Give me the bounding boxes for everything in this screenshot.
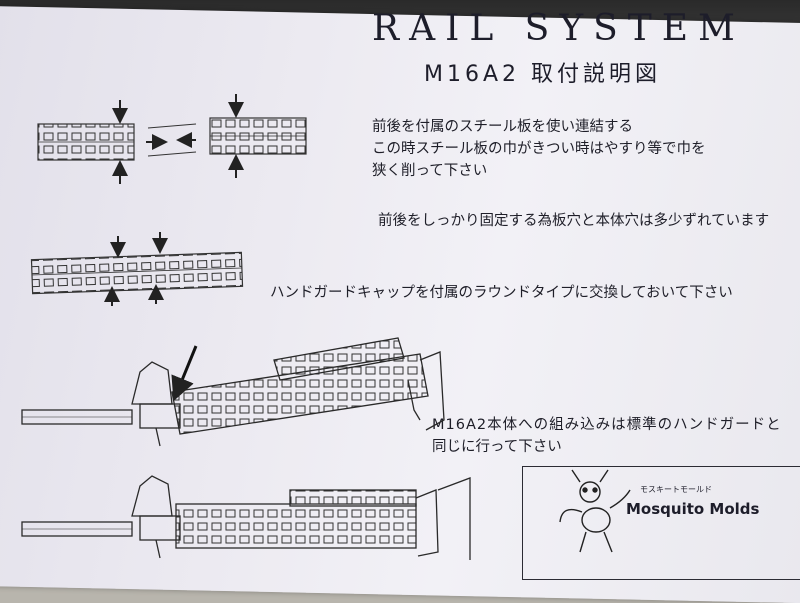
diagram-rail-join [37,94,307,184]
instruction-line-4: 前後をしっかり固定する為板穴と本体穴は多少ずれています [378,213,770,229]
mascot-logo-icon [559,469,631,553]
document-subtitle: M16A2 取付説明図 [424,62,662,87]
instruction-line-5: ハンドガードキャップを付属のラウンドタイプに交換しておいて下さい [270,285,733,301]
instruction-line-3: 狭く削って下さい [372,163,488,179]
diagram-rail-joined [30,232,244,306]
instruction-line-6: M16A2本体への組み込みは標準のハンドガードと [432,417,782,433]
diagram-rifle-install [21,337,445,447]
document-title: RAIL SYSTEM [372,8,745,49]
diagram-rifle-complete [21,475,471,560]
instruction-line-2: この時スチール板の巾がきつい時はやすり等で巾を [372,141,706,157]
logo-kana: モスキートモールド [640,485,712,494]
instruction-line-7: 同じに行って下さい [432,439,562,455]
assembly-diagrams [21,94,631,560]
logo-brand-name: Mosquito Molds [626,500,760,518]
instruction-line-1: 前後を付属のスチール板を使い連結する [372,119,633,135]
